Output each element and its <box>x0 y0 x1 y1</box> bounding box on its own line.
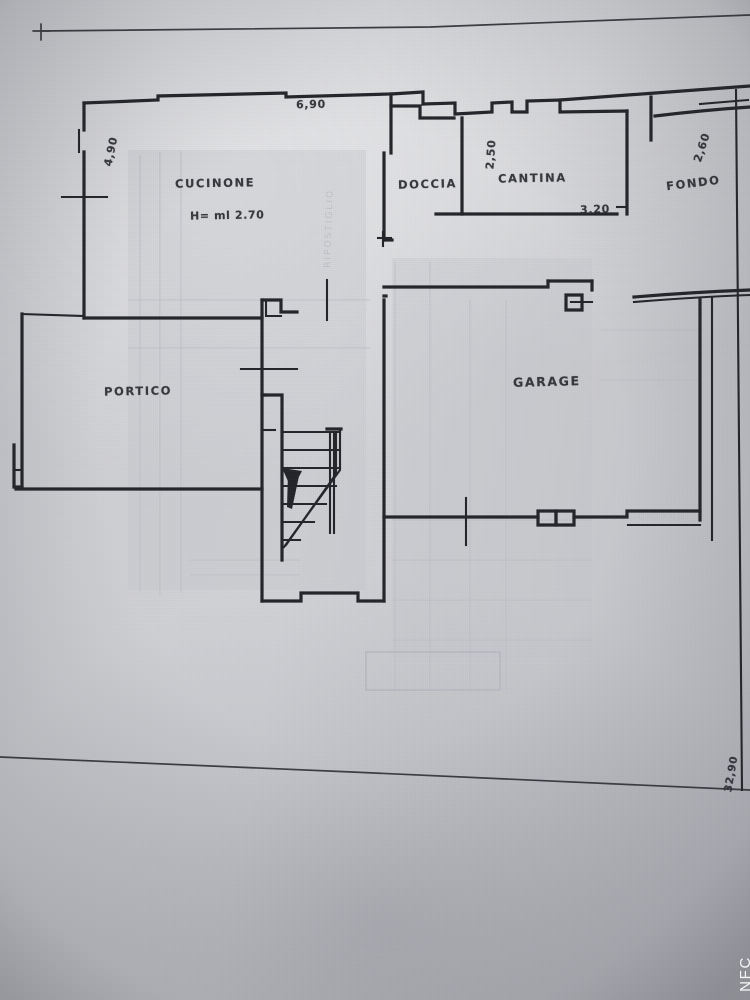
dimension-3-20: 3,20 <box>579 202 611 217</box>
lower-floor-walls <box>12 88 750 792</box>
room-label-doccia: DOCCIA <box>397 176 458 192</box>
sheet-edge-lines <box>0 14 750 791</box>
room-label-cucinone: CUCINONE <box>174 175 256 191</box>
svg-text:RIPOSTIGLIO: RIPOSTIGLIO <box>323 189 336 268</box>
dimension-2-50: 2,50 <box>483 139 499 170</box>
upper-floor-walls <box>20 84 750 320</box>
ghost-underlay: RIPOSTIGLIO SOGGIORNO <box>128 150 700 691</box>
svg-text:SOGGIORNO: SOGGIORNO <box>612 513 687 523</box>
room-label-cantina: CANTINA <box>497 170 567 186</box>
note-ceiling-height: H= ml 2.70 <box>189 208 265 223</box>
room-label-portico: PORTICO <box>103 383 173 399</box>
room-label-garage: GARAGE <box>512 373 581 390</box>
dimension-6-90: 6,90 <box>295 97 327 112</box>
